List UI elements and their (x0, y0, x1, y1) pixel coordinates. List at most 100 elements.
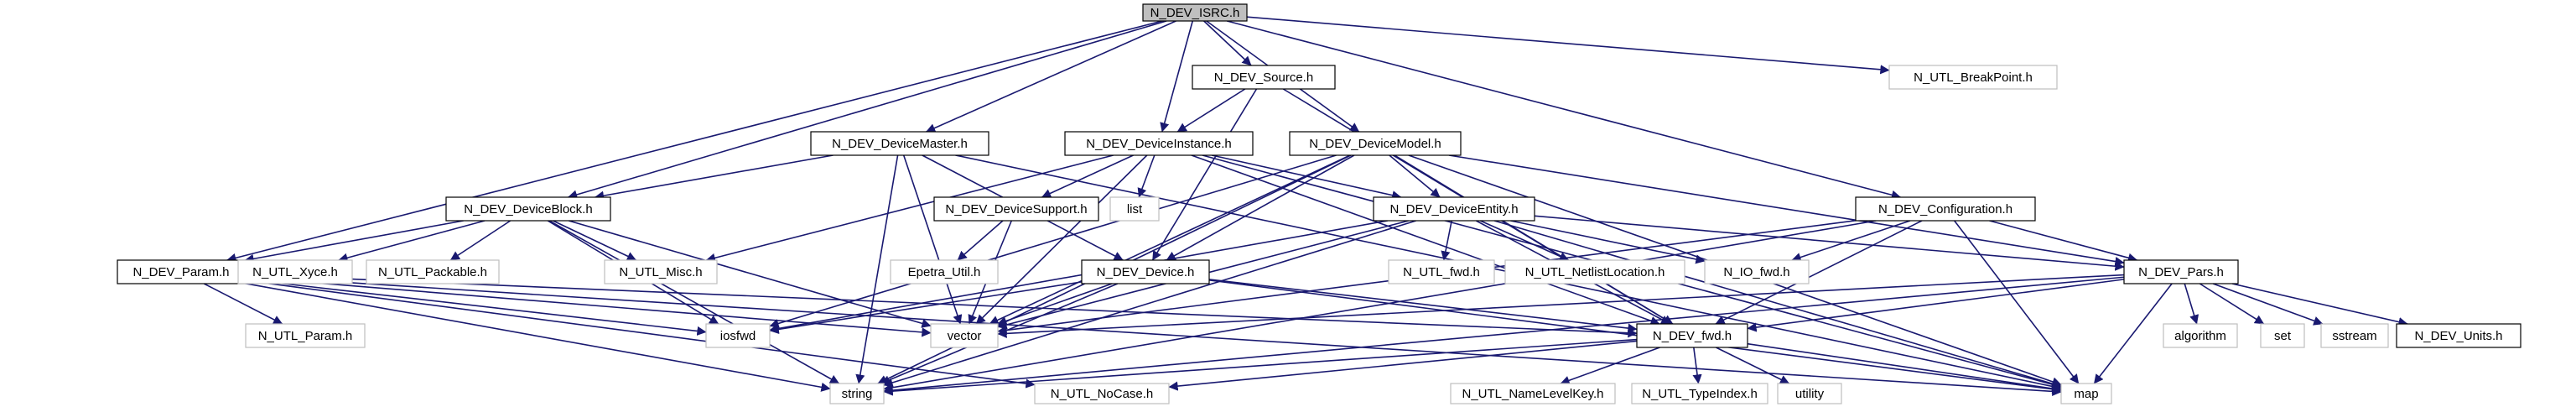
edge-n_dev_deviceentity_h-to-n_dev_pars_h (1534, 215, 2125, 271)
node-box-n_dev_devicesupport_h (933, 196, 1099, 222)
node-label-list: list (1127, 202, 1143, 217)
node-label-n_utl_breakpoint_h: N_UTL_BreakPoint.h (1914, 70, 2033, 85)
node-n_utl_netlistlocation_h: N_UTL_NetlistLocation.h (1504, 259, 1685, 284)
node-box-n_utl_misc_h (604, 259, 718, 284)
edge-n_dev_devicemodel_h-to-iosfwd (769, 154, 1337, 328)
node-label-n_utl_typeindex_h: N_UTL_TypeIndex.h (1642, 387, 1758, 401)
edge-n_dev_pars_h-to-vector (997, 274, 2125, 338)
edge-n_dev_param_h-to-map (244, 275, 2062, 396)
edge-n_dev_devicemodel_h-to-vector (989, 154, 1351, 325)
node-n_dev_units_h[interactable]: N_DEV_Units.h (2396, 323, 2521, 348)
node-box-n_dev_configuration_h (1855, 196, 2036, 222)
node-label-n_io_fwd_h: N_IO_fwd.h (1723, 265, 1789, 279)
node-box-sstream (2320, 323, 2389, 348)
edge-n_dev_device_h-to-vector (997, 283, 1113, 326)
node-sstream: sstream (2320, 323, 2389, 348)
node-label-sstream: sstream (2332, 329, 2376, 343)
edge-n_dev_deviceentity_h-to-map (1493, 220, 2062, 389)
edge-n_dev_device_h-to-map (1208, 279, 2062, 394)
node-box-algorithm (2163, 323, 2238, 348)
node-label-n_dev_devicemaster_h: N_DEV_DeviceMaster.h (832, 137, 968, 151)
node-n_utl_typeindex_h: N_UTL_TypeIndex.h (1631, 383, 1768, 404)
node-label-n_utl_param_h: N_UTL_Param.h (258, 329, 353, 343)
node-n_dev_deviceentity_h[interactable]: N_DEV_DeviceEntity.h (1373, 196, 1535, 222)
nodes-layer: N_DEV_ISRC.hN_DEV_Source.h N_UTL_BreakPoi… (117, 3, 2521, 404)
node-n_utl_nocase_h: N_UTL_NoCase.h (1034, 383, 1170, 404)
node-box-list (1109, 196, 1160, 222)
edge-n_dev_deviceblock_h-to-n_utl_packable_h (449, 220, 512, 261)
node-label-n_dev_devicesupport_h: N_DEV_DeviceSupport.h (945, 202, 1087, 217)
node-label-n_utl_namelevelkey_h: N_UTL_NameLevelKey.h (1462, 387, 1604, 401)
edge-n_dev_deviceentity_h-to-n_io_fwd_h (1510, 220, 1706, 264)
node-utility: utility (1777, 383, 1842, 404)
node-n_dev_deviceblock_h[interactable]: N_DEV_DeviceBlock.h (445, 196, 611, 222)
node-label-n_dev_source_h: N_DEV_Source.h (1214, 70, 1313, 85)
node-box-n_dev_devicemodel_h (1289, 131, 1462, 156)
edge-n_dev_deviceentity_h-to-n_utl_fwd_h (1441, 220, 1452, 261)
edge-n_dev_isrc_h-to-n_dev_configuration_h (1227, 20, 1901, 200)
node-label-n_utl_netlistlocation_h: N_UTL_NetlistLocation.h (1525, 265, 1665, 279)
edge-n_dev_param_h-to-n_utl_nocase_h (244, 279, 1036, 389)
node-box-n_dev_deviceentity_h (1373, 196, 1535, 222)
node-box-n_dev_devicemaster_h (810, 131, 989, 156)
edge-n_dev_device_h-to-iosfwd (769, 281, 1083, 334)
node-box-vector (930, 323, 999, 348)
edge-n_dev_configuration_h-to-n_dev_fwd_h (1715, 220, 1923, 325)
node-label-n_dev_devicemodel_h: N_DEV_DeviceModel.h (1309, 137, 1441, 151)
node-vector: vector (930, 323, 999, 348)
node-n_io_fwd_h: N_IO_fwd.h (1704, 259, 1810, 284)
node-n_dev_param_h[interactable]: N_DEV_Param.h (117, 259, 246, 284)
node-n_dev_configuration_h[interactable]: N_DEV_Configuration.h (1855, 196, 2036, 222)
edge-n_dev_configuration_h-to-string (883, 220, 1877, 393)
node-label-n_dev_isrc_h: N_DEV_ISRC.h (1150, 6, 1240, 20)
node-box-utility (1777, 383, 1842, 404)
edge-n_dev_devicemodel_h-to-n_dev_pars_h (1448, 154, 2125, 267)
node-n_utl_fwd_h: N_UTL_fwd.h (1388, 259, 1495, 284)
edge-n_dev_pars_h-to-n_dev_fwd_h (1747, 279, 2125, 332)
node-label-string: string (842, 387, 873, 401)
node-n_dev_source_h[interactable]: N_DEV_Source.h (1192, 65, 1336, 90)
node-label-n_dev_device_h: N_DEV_Device.h (1097, 265, 1195, 279)
node-label-n_dev_configuration_h: N_DEV_Configuration.h (1878, 202, 2012, 217)
node-box-n_dev_units_h (2396, 323, 2521, 348)
node-n_utl_xyce_h: N_UTL_Xyce.h (237, 259, 353, 284)
node-n_dev_pars_h[interactable]: N_DEV_Pars.h (2123, 259, 2239, 284)
node-box-n_utl_xyce_h (237, 259, 353, 284)
node-n_dev_devicesupport_h[interactable]: N_DEV_DeviceSupport.h (933, 196, 1099, 222)
node-n_dev_fwd_h[interactable]: N_DEV_fwd.h (1636, 323, 1748, 348)
node-box-map (2060, 383, 2112, 404)
edge-n_dev_deviceentity_h-to-n_utl_netlistlocation_h (1480, 220, 1570, 261)
node-label-vector: vector (948, 329, 982, 343)
node-n_dev_isrc_h[interactable]: N_DEV_ISRC.h (1142, 3, 1248, 22)
edge-n_dev_isrc_h-to-n_dev_source_h (1203, 20, 1252, 66)
edge-n_dev_deviceblock_h-to-n_utl_misc_h (553, 220, 637, 261)
edge-n_dev_device_h-to-n_dev_fwd_h (1208, 279, 1638, 333)
edge-n_dev_source_h-to-n_dev_deviceinstance_h (1176, 88, 1246, 133)
edge-n_dev_devicemodel_h-to-n_dev_deviceentity_h (1389, 154, 1441, 198)
node-box-n_utl_param_h (245, 323, 366, 348)
node-n_utl_param_h: N_UTL_Param.h (245, 323, 366, 348)
edge-n_dev_deviceblock_h-to-vector (568, 220, 932, 328)
node-label-utility: utility (1795, 387, 1825, 401)
node-n_dev_devicemodel_h[interactable]: N_DEV_DeviceModel.h (1289, 131, 1462, 156)
node-label-n_dev_pars_h: N_DEV_Pars.h (2138, 265, 2224, 279)
node-n_dev_devicemaster_h[interactable]: N_DEV_DeviceMaster.h (810, 131, 989, 156)
node-string: string (829, 383, 885, 404)
node-label-n_dev_deviceinstance_h: N_DEV_DeviceInstance.h (1086, 137, 1231, 151)
edge-n_dev_deviceblock_h-to-n_utl_xyce_h (338, 220, 486, 263)
node-n_dev_device_h[interactable]: N_DEV_Device.h (1081, 259, 1210, 284)
node-box-n_utl_breakpoint_h (1888, 65, 2058, 90)
node-box-n_utl_fwd_h (1388, 259, 1495, 284)
edge-n_dev_devicemaster_h-to-n_dev_deviceblock_h (594, 154, 834, 201)
node-n_utl_namelevelkey_h: N_UTL_NameLevelKey.h (1450, 383, 1616, 404)
node-label-n_utl_packable_h: N_UTL_Packable.h (378, 265, 487, 279)
node-n_dev_deviceinstance_h[interactable]: N_DEV_DeviceInstance.h (1064, 131, 1254, 156)
node-n_utl_packable_h: N_UTL_Packable.h (366, 259, 500, 284)
edge-n_dev_pars_h-to-n_dev_units_h (2231, 283, 2408, 327)
edge-n_dev_deviceinstance_h-to-n_dev_fwd_h (1191, 154, 1660, 326)
edge-n_dev_deviceinstance_h-to-list (1137, 154, 1156, 198)
node-box-n_dev_deviceblock_h (445, 196, 611, 222)
node-box-set (2260, 323, 2305, 348)
node-box-n_dev_fwd_h (1636, 323, 1748, 348)
